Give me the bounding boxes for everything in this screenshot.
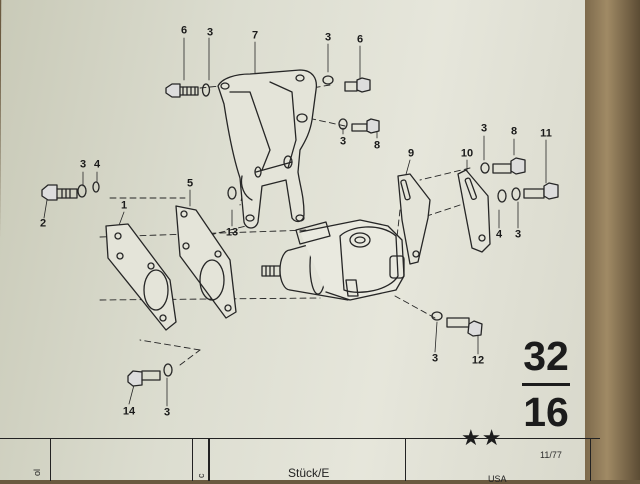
callout-6: 6 — [180, 24, 188, 37]
table-divider — [590, 439, 591, 481]
callout-12: 12 — [471, 354, 485, 367]
column-label-ol: ol — [32, 468, 42, 476]
table-divider — [192, 439, 193, 481]
page-number-divider — [522, 383, 570, 386]
callout-6: 6 — [356, 33, 364, 46]
callout-8: 8 — [510, 125, 518, 138]
callout-1: 1 — [120, 199, 128, 212]
callout-3: 3 — [163, 406, 171, 419]
callout-3: 3 — [339, 135, 347, 148]
callout-5: 5 — [186, 177, 194, 190]
pump-assembly — [261, 219, 405, 301]
page-number-bottom: 16 — [523, 389, 569, 435]
callout-4: 4 — [495, 228, 503, 241]
callout-2: 2 — [39, 217, 47, 230]
table-divider — [405, 439, 406, 481]
column-label-stueck: Stück/E — [288, 466, 330, 480]
exploded-parts-drawing — [41, 37, 559, 407]
callout-3: 3 — [431, 352, 439, 365]
callout-13: 13 — [225, 226, 239, 239]
callout-3: 3 — [480, 122, 488, 135]
support-bracket — [217, 69, 318, 229]
callout-14: 14 — [122, 405, 136, 418]
callout-9: 9 — [407, 147, 415, 160]
callout-7: 7 — [251, 29, 259, 42]
page-number-top: 32 — [523, 333, 569, 379]
callout-3: 3 — [79, 158, 87, 171]
callout-10: 10 — [460, 147, 474, 160]
column-label-usa: USA — [488, 474, 507, 484]
callout-4: 4 — [93, 158, 101, 171]
column-label-c: c — [196, 473, 206, 479]
side-brackets — [397, 169, 491, 265]
callout-11: 11 — [540, 127, 552, 140]
callout-3: 3 — [206, 26, 214, 39]
table-divider — [50, 439, 51, 481]
leader-lines — [43, 37, 547, 407]
callout-3: 3 — [514, 228, 522, 241]
callout-3: 3 — [324, 31, 332, 44]
callout-8: 8 — [373, 139, 381, 152]
parts-table-header — [0, 438, 600, 481]
edition-date: 11/77 — [540, 450, 562, 460]
page-edge — [585, 0, 640, 480]
table-divider — [208, 439, 210, 481]
flange-plates — [105, 205, 237, 331]
fasteners — [41, 75, 559, 387]
